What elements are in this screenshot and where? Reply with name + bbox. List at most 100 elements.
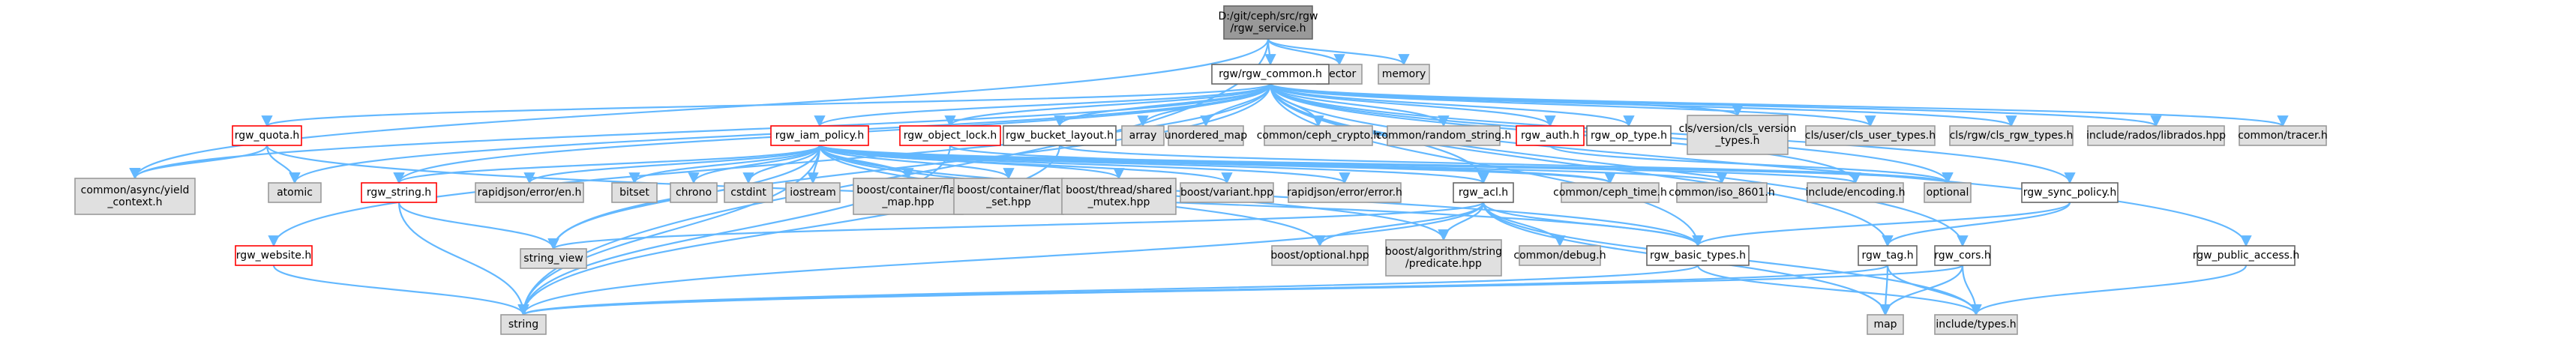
node-cstdint[interactable]: cstdint (724, 182, 773, 203)
node-optional[interactable]: optional (1924, 182, 1972, 203)
node-map[interactable]: map (1867, 314, 1904, 335)
node-box-cls-user[interactable] (1805, 125, 1936, 146)
node-box-rgw-bucket-layout[interactable] (1003, 125, 1117, 146)
node-box-root[interactable] (1223, 5, 1313, 40)
node-box-cls-version[interactable] (1687, 115, 1789, 155)
node-box-shared-mutex[interactable] (1061, 178, 1177, 215)
node-rgw-common[interactable]: rgw/rgw_common.h (1211, 64, 1330, 85)
node-box-rgw-quota[interactable] (232, 125, 302, 146)
node-box-rgw-public-access[interactable] (2197, 245, 2296, 266)
node-string-view[interactable]: string_view (520, 248, 587, 269)
node-box-rgw-auth[interactable] (1516, 125, 1585, 146)
node-box-cls-rgw[interactable] (1949, 125, 2074, 146)
node-box-chrono[interactable] (670, 182, 718, 203)
node-box-ceph-crypto[interactable] (1264, 125, 1373, 146)
node-rgw-acl[interactable]: rgw_acl.h (1453, 182, 1514, 203)
node-cls-user[interactable]: cls/user/cls_user_types.h (1805, 125, 1936, 146)
node-box-cstdint[interactable] (724, 182, 773, 203)
node-predicate[interactable]: boost/algorithm/string/predicate.hpp (1385, 239, 1502, 277)
node-flat-set[interactable]: boost/container/flat_set.hpp (953, 178, 1064, 215)
node-box-rgw-op-type[interactable] (1586, 125, 1672, 146)
node-cls-version[interactable]: cls/version/cls_version_types.h (1679, 115, 1797, 155)
node-box-rgw-cors[interactable] (1934, 245, 1991, 266)
node-rgw-sync-policy[interactable]: rgw_sync_policy.h (2021, 182, 2119, 203)
node-box-rgw-string[interactable] (361, 182, 437, 203)
node-box-atomic[interactable] (268, 182, 322, 203)
node-label-unordered-map-line-1: unordered_map (1165, 130, 1247, 142)
node-ceph-time[interactable]: common/ceph_time.h (1553, 182, 1667, 203)
node-box-unordered-map[interactable] (1168, 125, 1244, 146)
node-box-rgw-tag[interactable] (1858, 245, 1918, 266)
node-rapidjson-en[interactable]: rapidjson/error/en.h (475, 182, 584, 203)
node-rgw-cors[interactable]: rgw_cors.h (1934, 245, 1991, 266)
node-box-rgw-object-lock[interactable] (899, 125, 1001, 146)
node-box-memory[interactable] (1378, 64, 1430, 85)
node-rgw-public-access[interactable]: rgw_public_access.h (2193, 245, 2299, 266)
node-atomic[interactable]: atomic (268, 182, 322, 203)
node-cls-rgw[interactable]: cls/rgw/cls_rgw_types.h (1949, 125, 2074, 146)
edge-rgw-acl-to-string-view (547, 201, 1485, 250)
node-box-map[interactable] (1867, 314, 1904, 335)
node-encoding[interactable]: include/encoding.h (1805, 182, 1906, 203)
node-random-string[interactable]: common/random_string.h (1376, 125, 1512, 146)
node-box-bitset[interactable] (611, 182, 658, 203)
node-rgw-iam-policy[interactable]: rgw_iam_policy.h (770, 125, 869, 146)
node-box-optional[interactable] (1924, 182, 1972, 203)
node-box-string-view[interactable] (520, 248, 587, 269)
node-iso-8601[interactable]: common/iso_8601.h (1669, 182, 1775, 203)
node-rgw-quota[interactable]: rgw_quota.h (232, 125, 302, 146)
node-ceph-crypto[interactable]: common/ceph_crypto.h (1257, 125, 1381, 146)
node-box-rapidjson-en[interactable] (475, 182, 584, 203)
node-box-rgw-acl[interactable] (1453, 182, 1514, 203)
node-string[interactable]: string (500, 314, 547, 335)
node-boost-optional[interactable]: boost/optional.hpp (1270, 245, 1369, 266)
node-box-iostream[interactable] (785, 182, 841, 203)
node-box-iso-8601[interactable] (1676, 182, 1768, 203)
node-tracer[interactable]: common/tracer.h (2238, 125, 2328, 146)
node-yield-context[interactable]: common/async/yield_context.h (74, 178, 196, 215)
node-box-tracer[interactable] (2239, 125, 2327, 146)
node-iostream[interactable]: iostream (785, 182, 841, 203)
node-rgw-basic-types[interactable]: rgw_basic_types.h (1646, 245, 1750, 266)
node-debug[interactable]: common/debug.h (1513, 245, 1606, 266)
node-box-string[interactable] (500, 314, 547, 335)
node-memory[interactable]: memory (1378, 64, 1430, 85)
node-box-rgw-common[interactable] (1211, 64, 1330, 85)
node-rgw-bucket-layout[interactable]: rgw_bucket_layout.h (1003, 125, 1117, 146)
node-rgw-string[interactable]: rgw_string.h (361, 182, 437, 203)
node-box-rgw-sync-policy[interactable] (2021, 182, 2119, 203)
node-rgw-object-lock[interactable]: rgw_object_lock.h (899, 125, 1001, 146)
node-flat-map[interactable]: boost/container/flat_map.hpp (853, 178, 964, 215)
node-unordered-map[interactable]: unordered_map (1165, 125, 1247, 146)
node-box-flat-map[interactable] (853, 178, 964, 215)
node-shared-mutex[interactable]: boost/thread/shared_mutex.hpp (1061, 178, 1177, 215)
node-rgw-tag[interactable]: rgw_tag.h (1858, 245, 1918, 266)
node-box-ceph-time[interactable] (1561, 182, 1660, 203)
node-chrono[interactable]: chrono (670, 182, 718, 203)
node-rgw-website[interactable]: rgw_website.h (235, 245, 313, 266)
node-box-rgw-iam-policy[interactable] (770, 125, 869, 146)
node-librados[interactable]: include/rados/librados.hpp (2086, 125, 2226, 146)
node-array[interactable]: array (1121, 125, 1165, 146)
node-types[interactable]: include/types.h (1934, 314, 2018, 335)
node-box-rgw-website[interactable] (235, 245, 313, 266)
node-box-encoding[interactable] (1807, 182, 1904, 203)
node-box-yield-context[interactable] (74, 178, 196, 215)
node-box-flat-set[interactable] (953, 178, 1064, 215)
node-variant[interactable]: boost/variant.hpp (1180, 182, 1274, 203)
node-box-types[interactable] (1934, 314, 2018, 335)
node-bitset[interactable]: bitset (611, 182, 658, 203)
node-box-boost-optional[interactable] (1271, 245, 1369, 266)
node-box-librados[interactable] (2087, 125, 2225, 146)
node-box-predicate[interactable] (1385, 239, 1502, 277)
node-box-rapidjson-error[interactable] (1288, 182, 1402, 203)
node-rgw-auth[interactable]: rgw_auth.h (1516, 125, 1585, 146)
node-box-variant[interactable] (1180, 182, 1274, 203)
node-box-random-string[interactable] (1387, 125, 1501, 146)
node-box-rgw-basic-types[interactable] (1646, 245, 1750, 266)
node-rapidjson-error[interactable]: rapidjson/error/error.h (1287, 182, 1402, 203)
node-box-array[interactable] (1121, 125, 1165, 146)
node-box-debug[interactable] (1519, 245, 1601, 266)
node-rgw-op-type[interactable]: rgw_op_type.h (1586, 125, 1672, 146)
node-root[interactable]: D:/git/ceph/src/rgw/rgw_service.h (1219, 5, 1318, 40)
